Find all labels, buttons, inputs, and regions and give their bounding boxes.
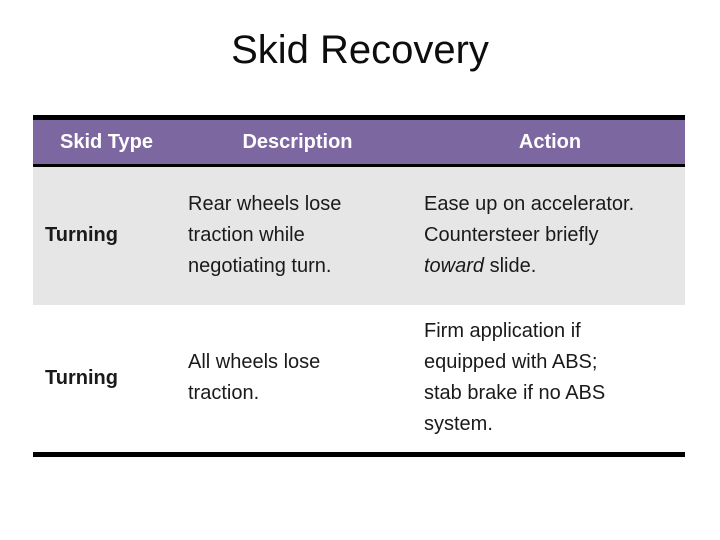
header-row: Skid Type Description Action [33, 117, 685, 166]
skid-type-value: Turning [45, 224, 118, 247]
cell-skid-type: Turning [33, 305, 180, 455]
action-italic-segment: toward [424, 255, 485, 278]
action-value: Ease up on accelerator. Countersteer bri… [424, 189, 639, 282]
action-text-segment: slide. [484, 255, 537, 278]
table-row: Turning Rear wheels lose traction while … [33, 165, 685, 305]
action-value: Firm application if equipped with ABS; s… [424, 320, 606, 436]
description-value: All wheels lose traction. [188, 351, 321, 405]
cell-action: Ease up on accelerator. Countersteer bri… [415, 166, 685, 305]
header-action: Action [518, 130, 582, 153]
table-header: Skid Type Description Action [33, 117, 685, 166]
cell-description: All wheels lose traction. [180, 305, 415, 455]
skid-recovery-table: Skid Type Description Action Turning Rea… [33, 115, 685, 457]
header-skid-type: Skid Type [60, 130, 153, 153]
cell-description: Rear wheels lose traction while negotiat… [180, 166, 415, 305]
skid-type-value: Turning [45, 366, 118, 389]
page-title: Skid Recovery [231, 28, 489, 72]
header-description: Description [242, 130, 353, 153]
cell-action: Firm application if equipped with ABS; s… [415, 305, 685, 455]
table-row: Turning All wheels lose traction. Firm a… [33, 304, 685, 455]
description-value: Rear wheels lose traction while negotiat… [188, 193, 342, 278]
action-text-segment: Ease up on accelerator. Countersteer bri… [424, 193, 635, 247]
cell-skid-type: Turning [33, 166, 180, 305]
